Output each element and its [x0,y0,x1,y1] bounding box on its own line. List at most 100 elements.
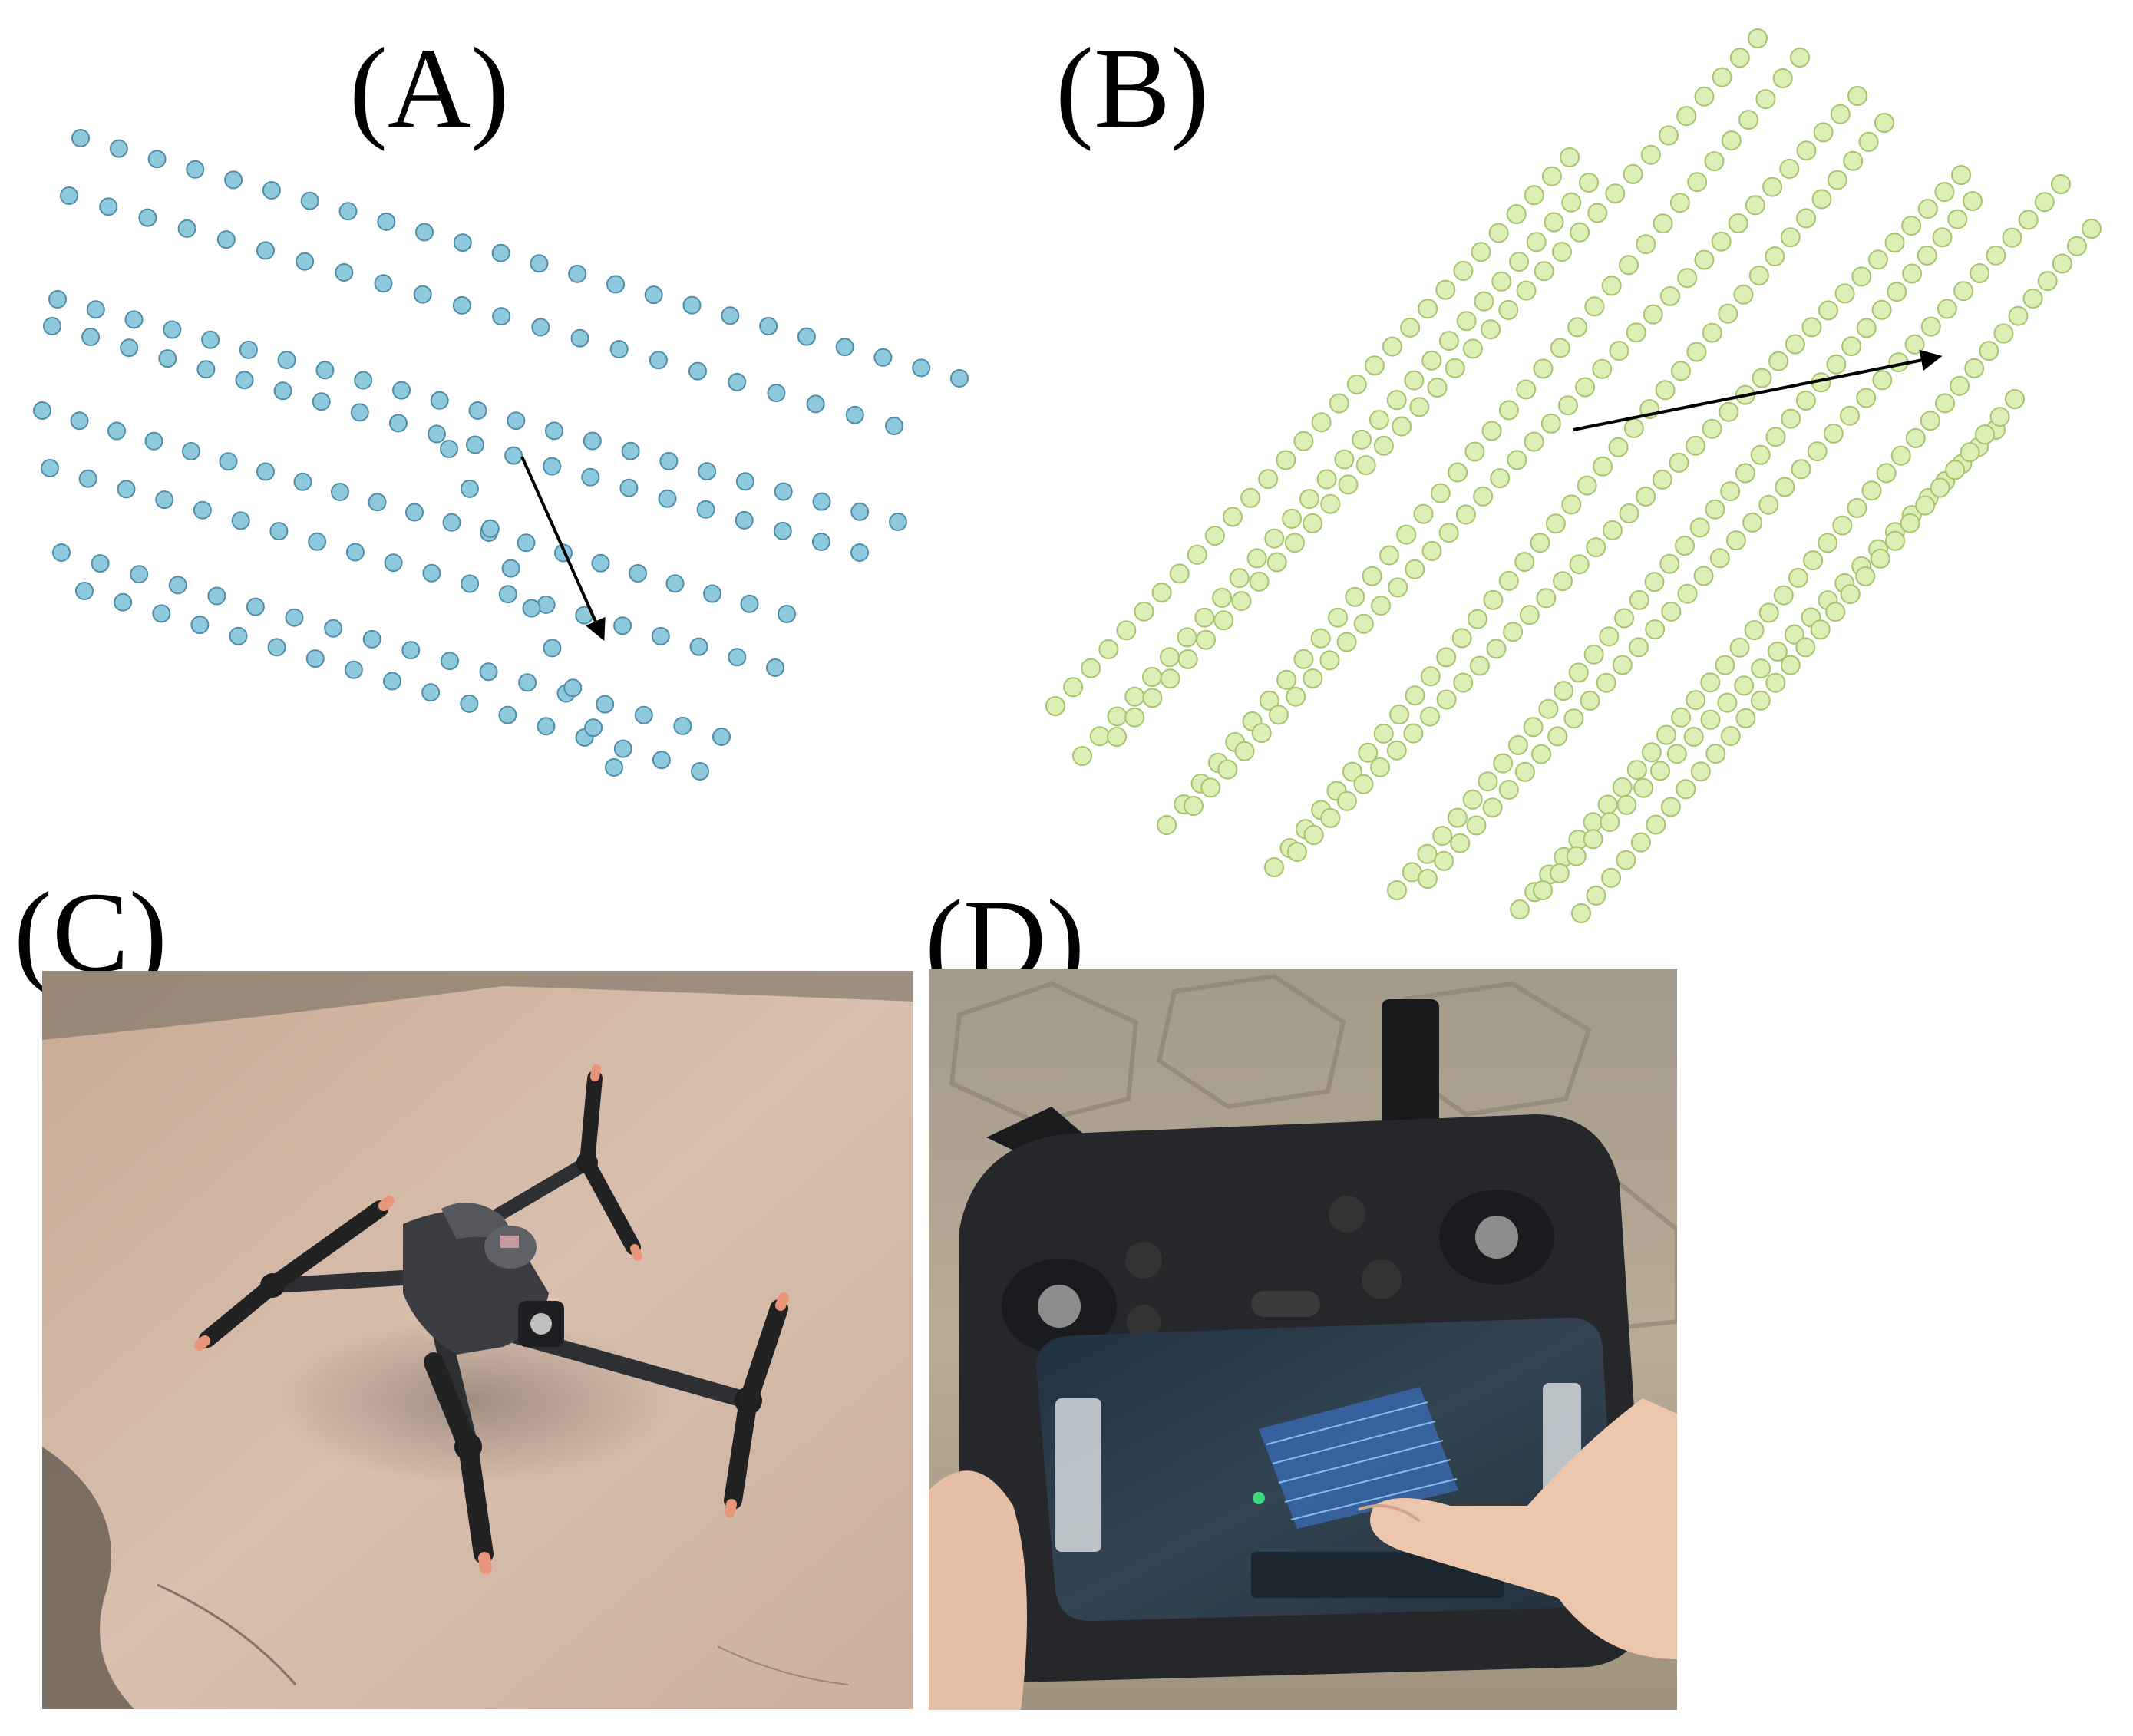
waypoint-b-1-0 [1072,746,1092,766]
waypoint-b-4-20 [1524,431,1544,452]
waypoint-b-2-32 [1676,106,1697,127]
waypoint-b-1-18 [1386,390,1407,411]
flight-path-a [33,129,969,781]
waypoint-a-0-9 [415,223,434,242]
waypoint-b-1-21 [1438,331,1459,351]
waypoint-b-9-9 [1641,742,1662,763]
waypoint-b-4-13 [1405,559,1425,579]
waypoint-b-10-4 [1600,812,1620,833]
waypoint-b-4-12 [1388,577,1408,598]
waypoint-b-2-36 [1748,28,1768,48]
waypoint-a-3-6 [273,381,292,401]
waypoint-b-9-30 [1950,375,1970,396]
waypoint-b-8-30 [1904,334,1925,355]
waypoint-a-0-21 [873,348,893,367]
waypoint-a-1-19 [806,394,825,414]
waypoint-b-8-19 [1725,530,1746,551]
waypoint-a-4-4 [182,442,200,460]
waypoint-b-7-17 [1644,572,1665,592]
waypoint-b-3-19 [1481,421,1502,441]
waypoint-b-2-17 [1409,397,1430,417]
waypoint-b-11-23 [1915,495,1936,516]
waypoint-b-8-32 [1937,299,1957,319]
waypoint-b-2-13 [1338,474,1359,495]
waypoint-b-8-13 [1629,637,1649,658]
waypoint-b-1-22 [1456,311,1477,332]
waypoint-b-6-21 [1636,487,1656,507]
waypoint-b-3-22 [1533,358,1554,379]
waypoint-b-4-21 [1540,413,1561,434]
waypoint-b-11-26 [1960,442,1980,463]
waypoint-b-6-36 [1884,233,1905,253]
waypoint-a-3-1 [81,328,101,346]
waypoint-b-1-28 [1561,192,1582,213]
waypoint-b-10-6 [1633,777,1654,798]
waypoint-b-3-26 [1601,276,1622,296]
waypoint-b-11-29 [2005,389,2025,409]
waypoint-b-11-15 [1795,637,1816,658]
waypoint-b-0-4 [1116,620,1137,641]
waypoint-b-1-8 [1212,587,1233,608]
waypoint-a-7-0 [75,582,94,600]
waypoint-b-4-11 [1371,596,1391,616]
waypoint-a-5-0 [41,459,59,477]
waypoint-b-1-14 [1316,469,1337,490]
waypoint-a-3-10 [428,424,446,444]
waypoint-a-0-23 [950,369,969,388]
waypoint-b-7-35 [1917,245,1937,266]
waypoint-b-11-21 [1885,530,1906,551]
waypoint-b-5-33 [1780,227,1801,248]
waypoint-b-9-36 [2037,271,2058,292]
waypoint-a-3-5 [235,371,254,390]
waypoint-b-8-16 [1677,583,1698,604]
waypoint-b-11-3 [1616,850,1636,870]
waypoint-a-0-12 [530,254,549,273]
waypoint-a-7-10 [460,694,479,713]
waypoint-a-0-4 [224,170,243,190]
waypoint-b-2-0 [1107,727,1127,747]
waypoint-b-1-2 [1107,706,1128,727]
waypoint-b-9-16 [1744,620,1765,641]
waypoint-a-2-0 [48,290,67,309]
waypoint-a-8-8 [605,758,623,777]
waypoint-a-4-15 [591,553,610,573]
waypoint-a-3-17 [696,500,715,519]
waypoint-a-1-8 [374,274,393,293]
waypoint-b-5-12 [1451,628,1472,649]
waypoint-a-6-4 [207,586,226,606]
waypoint-a-1-2 [138,208,157,227]
direction-arrow-a [520,456,606,642]
waypoint-a-1-3 [177,219,196,238]
waypoint-a-5-18 [728,648,747,667]
waypoint-b-4-24 [1592,358,1613,379]
waypoint-a-2-6 [277,351,296,370]
waypoint-a-8-0 [440,440,458,458]
waypoint-b-10-7 [1650,761,1670,781]
waypoint-b-0-5 [1134,601,1154,622]
waypoint-b-7-19 [1675,536,1695,556]
waypoint-b-6-5 [1370,757,1391,777]
waypoint-b-9-11 [1671,707,1692,728]
waypoint-b-1-4 [1142,667,1162,687]
waypoint-a-6-9 [401,641,421,660]
waypoint-b-3-7 [1276,669,1297,690]
waypoint-a-2-9 [392,381,411,400]
waypoint-b-2-14 [1355,455,1376,476]
waypoint-b-1-15 [1334,449,1355,470]
waypoint-b-8-25 [1823,423,1844,444]
waypoint-a-3-9 [388,414,408,433]
waypoint-b-5-39 [1874,113,1894,133]
waypoint-b-4-15 [1438,523,1459,543]
waypoint-b-1-26 [1526,232,1547,252]
waypoint-b-9-27 [1905,427,1926,448]
waypoint-a-2-21 [850,502,870,521]
waypoint-a-0-7 [338,202,358,221]
waypoint-b-6-22 [1652,469,1672,490]
waypoint-b-0-23 [1453,260,1474,281]
waypoint-b-7-26 [1781,408,1801,429]
waypoint-b-9-33 [1993,323,2014,344]
waypoint-b-5-7 [1373,723,1394,744]
waypoint-b-0-17 [1346,374,1367,394]
waypoint-b-5-31 [1748,266,1769,285]
waypoint-b-7-4 [1447,807,1468,828]
